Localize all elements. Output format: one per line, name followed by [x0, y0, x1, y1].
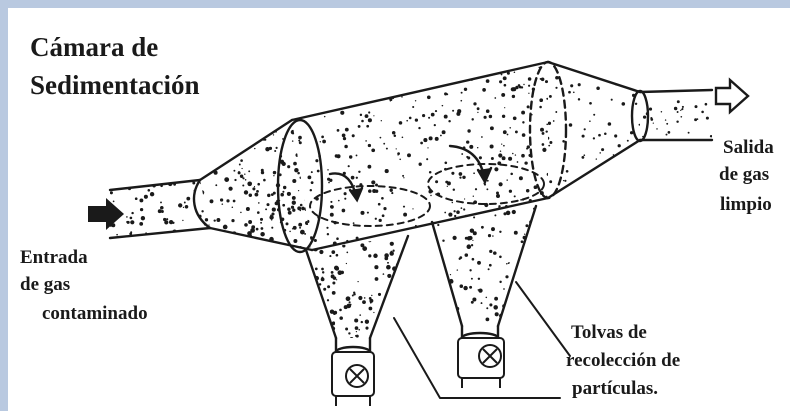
diagram-title-line-2: Sedimentación	[30, 70, 200, 101]
inlet-arrow-icon	[88, 198, 124, 230]
outlet-pipe	[640, 90, 712, 140]
valve-icon	[458, 338, 504, 388]
hopper-2	[432, 206, 536, 326]
hopper-label-line-3: partículas.	[572, 378, 658, 400]
outlet-label-line-3: limpio	[720, 194, 772, 216]
inlet-label-line-1: Entrada	[20, 247, 88, 269]
outlet-label-line-2: de gas	[719, 164, 769, 186]
inlet-label-line-3: contaminado	[42, 303, 148, 325]
chamber-body	[292, 62, 548, 250]
outlet-label-line-1: Salida	[723, 137, 774, 159]
outlet-arrow-icon	[716, 80, 748, 112]
diagram-title-line-1: Cámara de	[30, 32, 158, 63]
inlet-label-line-2: de gas	[20, 274, 70, 296]
hopper-label-line-1: Tolvas de	[571, 322, 647, 344]
hopper-label-line-2: recolección de	[566, 350, 680, 372]
valve-icon	[332, 352, 374, 406]
